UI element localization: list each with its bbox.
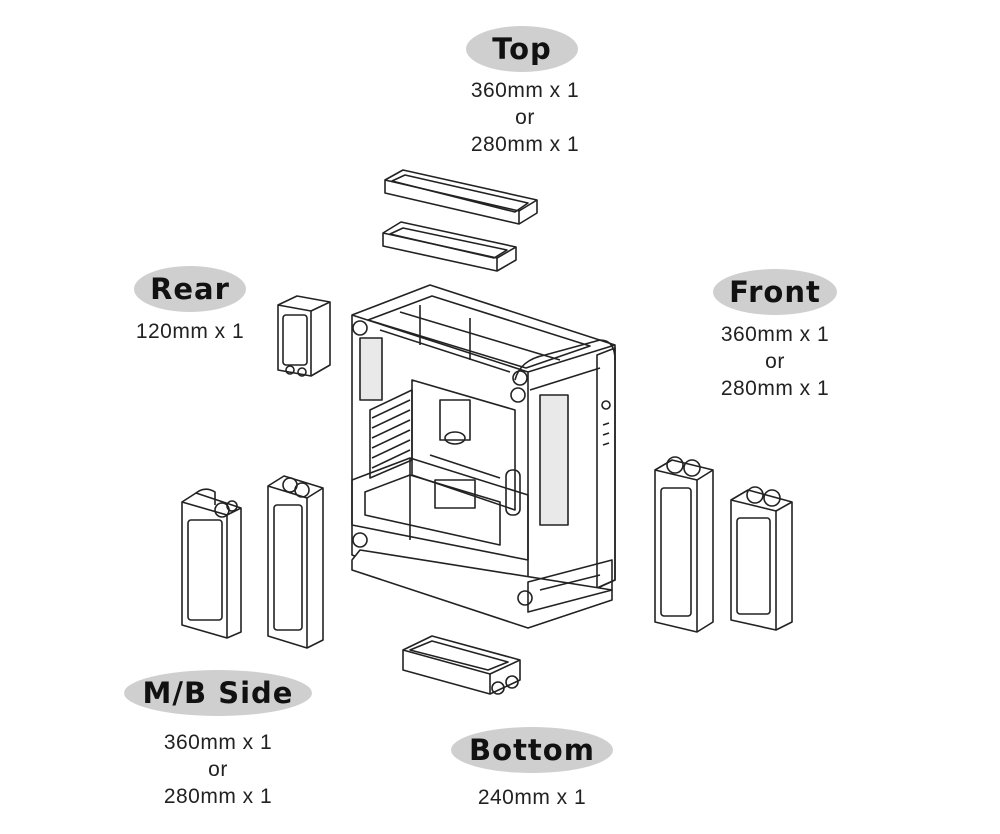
top-title: Top xyxy=(492,32,552,66)
front-spec-line-1: 360mm x 1 xyxy=(720,323,830,346)
top-label-pill: Top xyxy=(466,26,578,72)
top-spec-line-1: 360mm x 1 xyxy=(470,79,580,102)
front-label-pill: Front xyxy=(713,269,837,315)
bottom-spec: 240mm x 1 xyxy=(447,784,617,811)
top-spec-line-2: or xyxy=(515,106,535,129)
front-spec-line-2: or xyxy=(765,350,785,373)
mbside-spec: 360mm x 1 or 280mm x 1 xyxy=(133,729,303,810)
front-spec-line-3: 280mm x 1 xyxy=(720,377,830,400)
mbside-label-pill: M/B Side xyxy=(124,670,312,716)
mbside-spec-line-2: or xyxy=(208,758,228,781)
mbside-title: M/B Side xyxy=(142,676,294,710)
top-spec: 360mm x 1 or 280mm x 1 xyxy=(440,77,610,158)
front-spec: 360mm x 1 or 280mm x 1 xyxy=(690,321,860,402)
front-title: Front xyxy=(729,275,821,309)
front-radiator-360 xyxy=(654,456,714,633)
top-radiator-360 xyxy=(384,169,538,225)
front-radiator-280 xyxy=(730,486,793,631)
mbside-spec-line-1: 360mm x 1 xyxy=(163,731,273,754)
bottom-radiator-240 xyxy=(402,635,521,695)
bottom-label-pill: Bottom xyxy=(451,727,613,773)
rear-radiator-120 xyxy=(277,295,331,377)
bottom-spec-line-1: 240mm x 1 xyxy=(477,786,587,809)
chassis xyxy=(351,284,616,629)
top-radiator-280 xyxy=(382,221,517,272)
mbside-spec-line-3: 280mm x 1 xyxy=(163,785,273,808)
mbside-radiator-b xyxy=(267,475,324,649)
bottom-title: Bottom xyxy=(469,733,595,767)
rear-label-pill: Rear xyxy=(134,266,246,312)
rear-title: Rear xyxy=(150,272,230,306)
rear-spec: 120mm x 1 xyxy=(110,318,270,345)
mbside-radiator-a xyxy=(181,488,242,639)
top-spec-line-3: 280mm x 1 xyxy=(470,133,580,156)
rear-spec-line-1: 120mm x 1 xyxy=(135,320,245,343)
